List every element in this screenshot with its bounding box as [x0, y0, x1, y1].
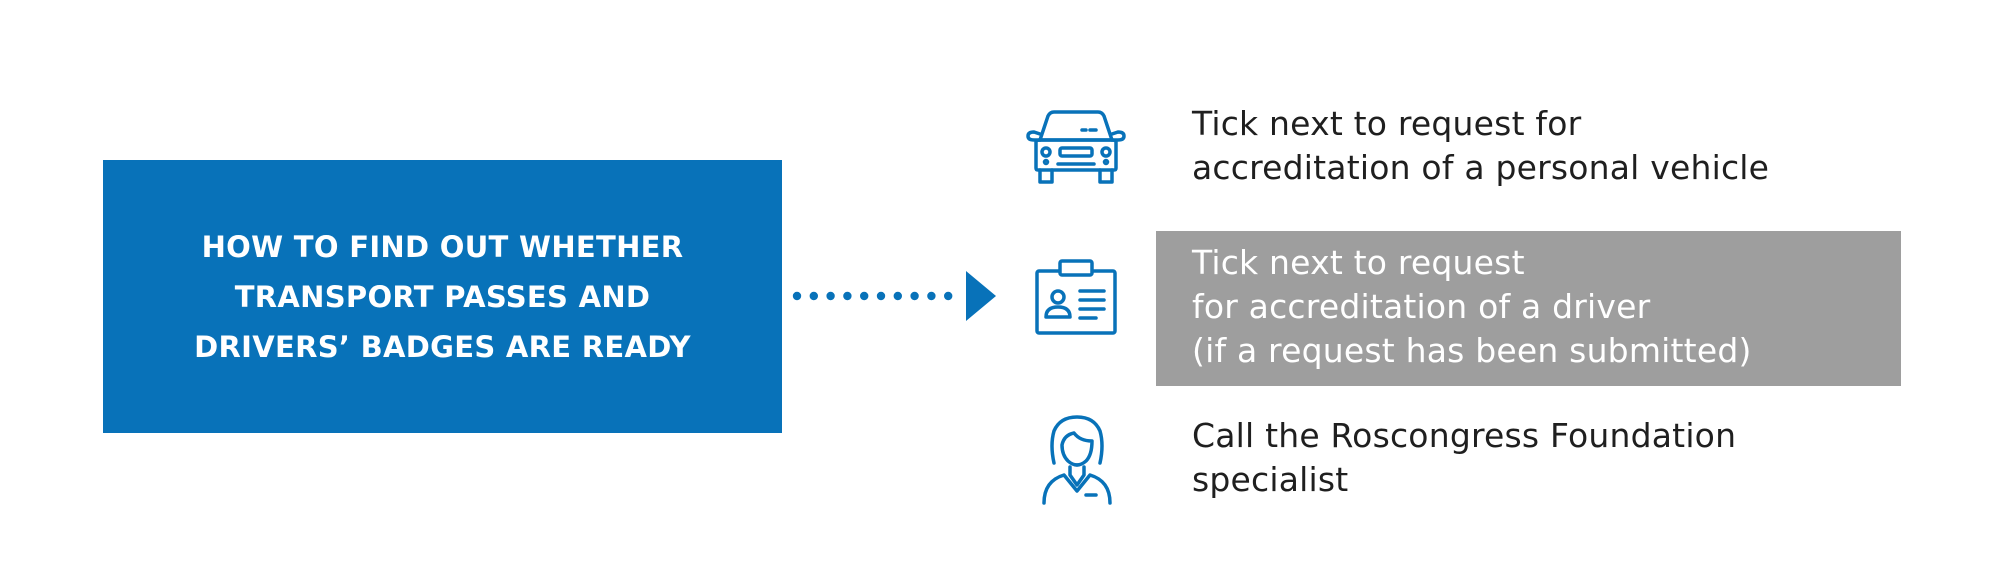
- connector-dot: [893, 291, 902, 301]
- car-icon: [1026, 110, 1126, 184]
- item-vehicle-line-2: accreditation of a personal vehicle: [1192, 148, 1770, 187]
- connector-dot: [792, 291, 802, 301]
- item-specialist-line-1: Call the Roscongress Foundation: [1192, 416, 1737, 455]
- connector-dot: [860, 291, 869, 301]
- title-line-1: HOW TO FIND OUT WHETHER: [201, 229, 684, 264]
- connector-dots: [792, 291, 953, 301]
- badge-icon: [1035, 259, 1117, 335]
- specialist-icon: [1042, 415, 1112, 505]
- connector-dot: [910, 291, 919, 301]
- connector-dot: [876, 291, 886, 301]
- arrow-head-icon: [966, 271, 996, 321]
- item-driver-highlight: Tick next to request for accreditation o…: [1156, 231, 1901, 386]
- dotted-arrow-connector: [792, 271, 996, 321]
- item-driver-text: Tick next to request for accreditation o…: [1192, 241, 1752, 373]
- title-box: HOW TO FIND OUT WHETHER TRANSPORT PASSES…: [103, 160, 782, 433]
- item-vehicle-line-1: Tick next to request for: [1192, 104, 1582, 143]
- item-driver-line-1: Tick next to request: [1192, 243, 1525, 282]
- title-line-3: DRIVERS’ BADGES ARE READY: [194, 329, 691, 364]
- title-text: HOW TO FIND OUT WHETHER TRANSPORT PASSES…: [143, 222, 743, 372]
- item-vehicle-text: Tick next to request for accreditation o…: [1192, 102, 1769, 190]
- item-driver-line-2: for accreditation of a driver: [1192, 287, 1651, 326]
- item-specialist-line-2: specialist: [1192, 460, 1349, 499]
- item-specialist-text: Call the Roscongress Foundation speciali…: [1192, 414, 1736, 502]
- title-line-2: TRANSPORT PASSES AND: [234, 279, 651, 314]
- connector-dot: [944, 291, 953, 301]
- connector-dot: [826, 291, 835, 301]
- connector-dot: [843, 291, 852, 301]
- item-driver-line-3: (if a request has been submitted): [1192, 331, 1752, 370]
- connector-dot: [927, 291, 936, 301]
- connector-dot: [809, 291, 818, 301]
